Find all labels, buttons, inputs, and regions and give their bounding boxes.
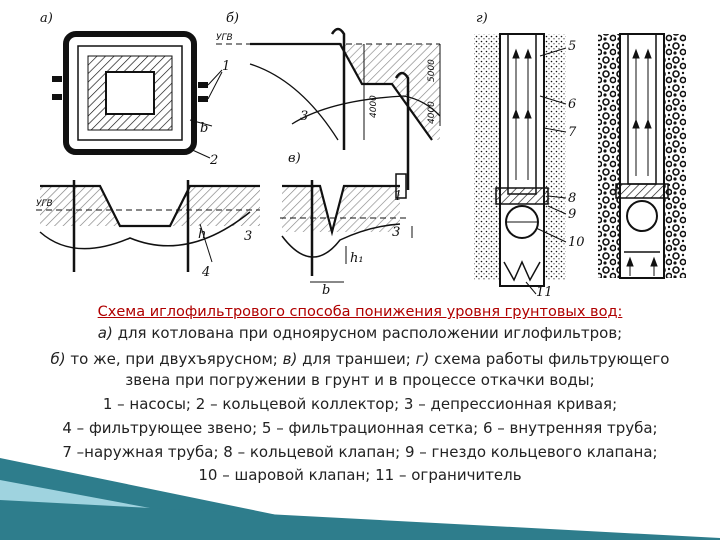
pit-bottom <box>105 71 155 115</box>
callout-4a: 4 <box>201 265 210 280</box>
ring-valve <box>495 187 549 205</box>
callout-9: 9 <box>568 207 576 222</box>
caption-line-f: 7 –наружная труба; 8 – кольцевой клапан;… <box>62 443 658 461</box>
dimension-5000: 5000 <box>427 59 437 82</box>
caption-text-b3: схема работы фильтрующего <box>434 350 670 368</box>
pump-icon <box>198 96 208 102</box>
caption-line-c: звена при погружении в грунт и в процесс… <box>125 371 595 389</box>
dimension-4000-right: 4000 <box>427 101 437 124</box>
caption-prefix-b: б) <box>50 350 66 368</box>
caption-prefix-a: а) <box>97 324 113 342</box>
callout-1c: 1 <box>394 189 402 204</box>
callout-3c: 3 <box>392 225 400 240</box>
panel-label-a: а) <box>40 11 53 26</box>
caption-line-b: б) то же, при двухъярусном; в) для транш… <box>0 348 720 370</box>
caption-line-e: 4 – фильтрующее звено; 5 – фильтрационна… <box>62 419 658 437</box>
callout-2: 2 <box>209 153 218 168</box>
pump-icon <box>52 94 62 100</box>
callout-7: 7 <box>568 125 577 140</box>
caption-line-a: а) для котлована при одноярусном располо… <box>0 322 720 344</box>
panel-b-two-tier: б) УГВ 3 4000 5000 4000 <box>216 11 441 199</box>
wellpoint-lower <box>394 71 410 190</box>
caption-line-d: 1 – насосы; 2 – кольцевой коллектор; 3 –… <box>102 395 618 413</box>
outer-pipe-pumping <box>619 33 665 279</box>
caption-line-g: 10 – шаровой клапан; 11 – ограничитель <box>198 466 522 484</box>
caption-text-b1: то же, при двухъярусном; <box>70 350 278 368</box>
callout-10: 10 <box>568 235 585 250</box>
caption-title-line: Схема иглофильтрового способа понижения … <box>0 300 720 323</box>
panel-a-section: УГВ h 3 4 <box>36 180 260 280</box>
outer-pipe <box>499 33 545 287</box>
dim-h1: h₁ <box>350 251 364 266</box>
callout-11: 11 <box>536 285 553 300</box>
caption-title: Схема иглофильтрового способа понижения … <box>97 304 623 320</box>
dim-h: h <box>198 227 206 242</box>
pump-icon <box>52 76 62 82</box>
caption-text-b2: для траншеи; <box>302 350 411 368</box>
callout-3b: 3 <box>300 109 308 124</box>
callout-8: 8 <box>568 191 576 206</box>
dimension-4000-left: 4000 <box>369 95 379 118</box>
wellpoint-upper <box>330 27 346 150</box>
callout-1: 1 <box>222 59 230 74</box>
caption-prefix-v: в) <box>282 350 298 368</box>
dewatering-diagram: а) 1 2 b УГВ <box>36 11 686 300</box>
caption-text-a: для котлована при одноярусном расположен… <box>117 324 623 342</box>
panel-a-plan: а) 1 2 b <box>40 11 230 168</box>
callout-3a: 3 <box>244 229 252 244</box>
ribbon-thin <box>0 500 720 540</box>
caption-prefix-g: г) <box>415 350 430 368</box>
dim-b-trench: b <box>322 283 330 298</box>
slide-decoration <box>0 458 720 540</box>
callout-6: 6 <box>568 97 576 112</box>
panel-v-trench: в) h₁ b 3 1 <box>280 151 413 298</box>
panel-label-b: б) <box>226 11 239 26</box>
water-level-label: УГВ <box>36 199 53 209</box>
water-level-label-b: УГВ <box>216 33 233 43</box>
panel-label-g: г) <box>476 11 488 26</box>
panel-g-filter-link: г) 5 6 7 8 9 10 11 <box>474 11 686 300</box>
pump-icon <box>198 82 208 88</box>
callout-5: 5 <box>568 39 576 54</box>
dim-b: b <box>200 121 208 136</box>
panel-label-v: в) <box>288 151 301 166</box>
